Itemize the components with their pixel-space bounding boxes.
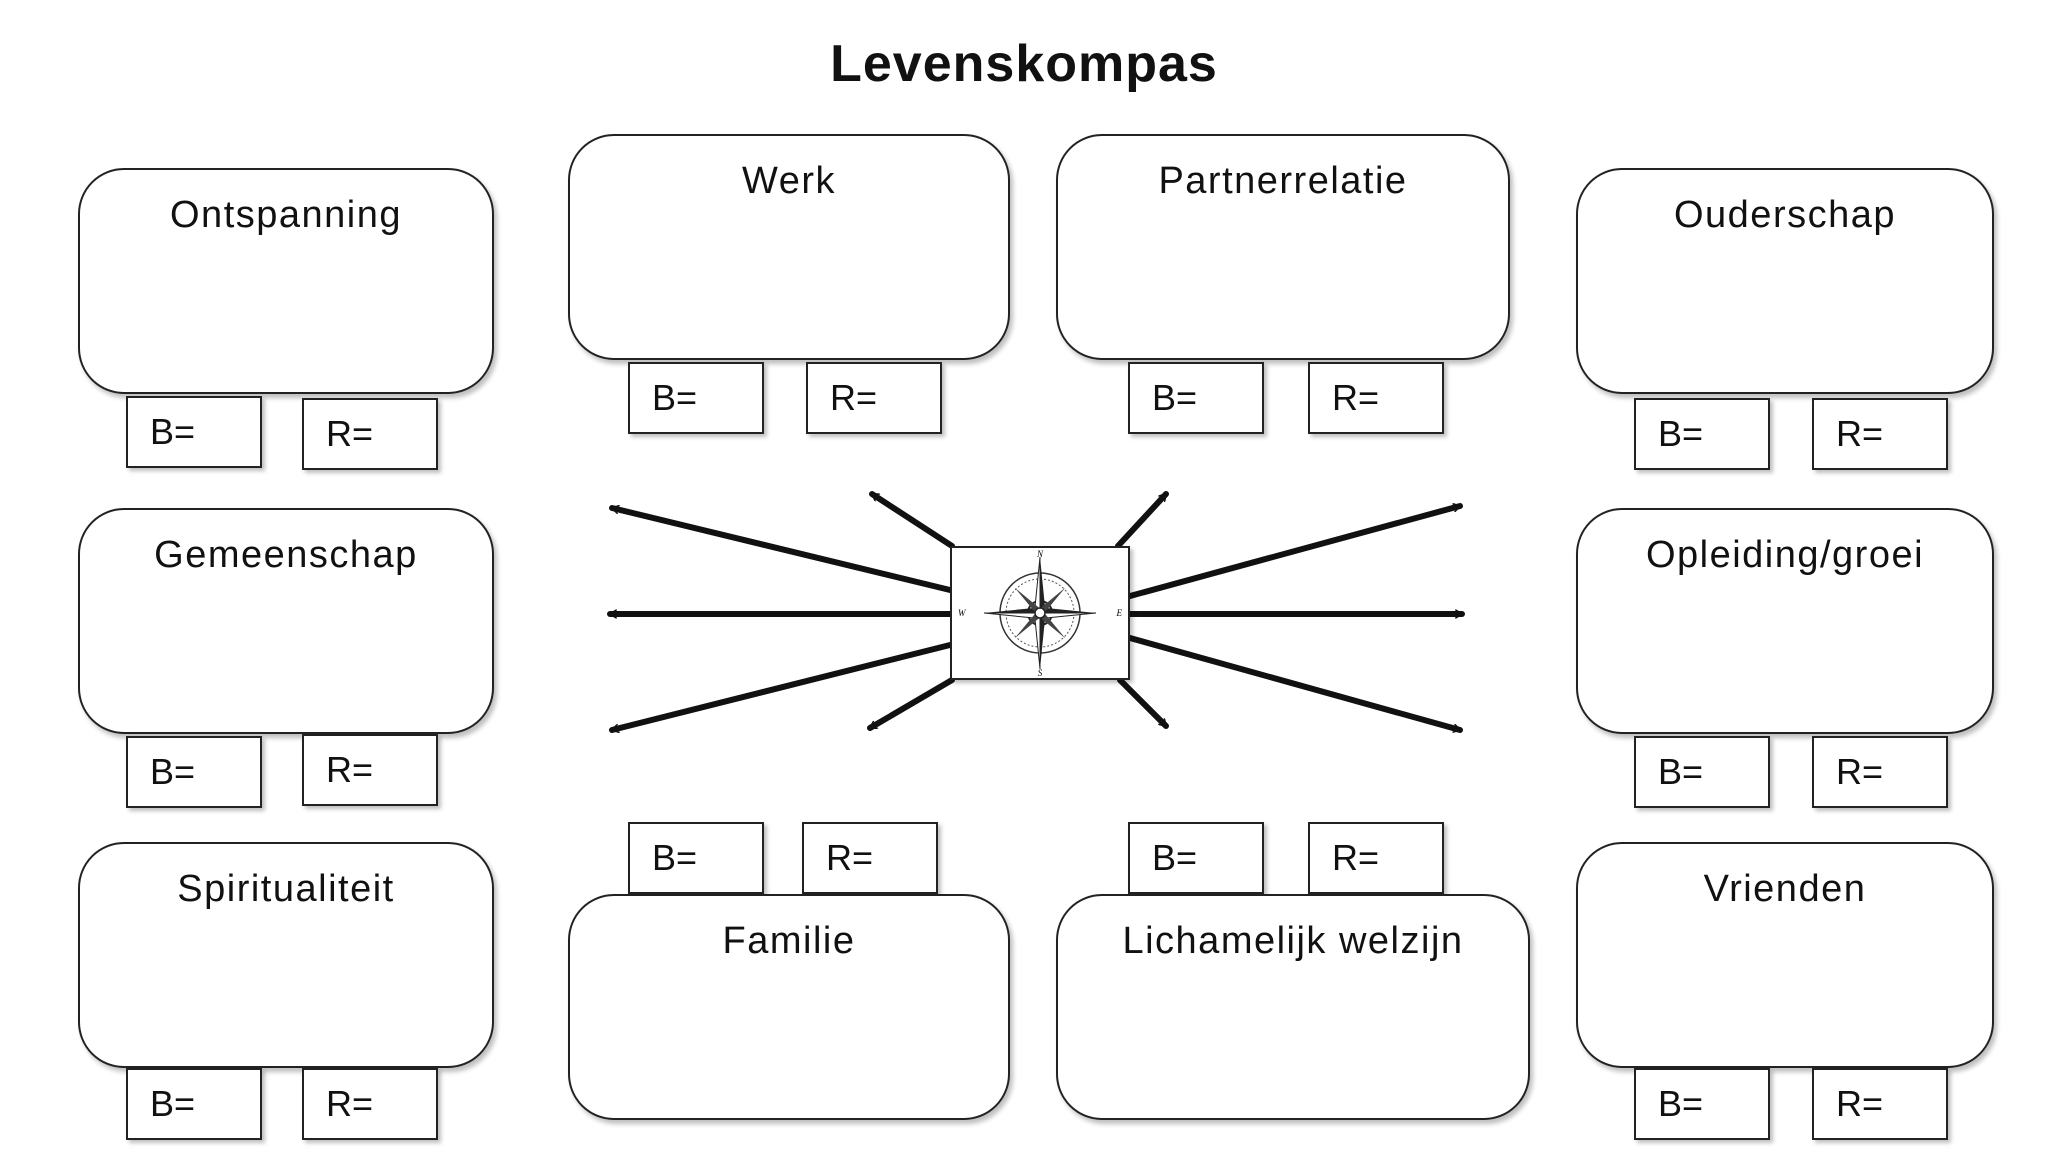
domain-box-werk[interactable]: Werk (568, 134, 1010, 360)
r-field-familie[interactable]: R= (802, 822, 938, 894)
domain-box-partnerrelatie[interactable]: Partnerrelatie (1056, 134, 1510, 360)
compass-west-label: W (958, 608, 967, 618)
domain-box-ouderschap[interactable]: Ouderschap (1576, 168, 1994, 394)
r-field-partnerrelatie[interactable]: R= (1308, 362, 1444, 434)
arrow-down-left (867, 677, 955, 731)
arrow-up-right (1115, 491, 1169, 549)
compass-south-label: S (1038, 668, 1043, 678)
b-field-vrienden[interactable]: B= (1634, 1068, 1770, 1140)
arrow-upper-left (609, 508, 953, 593)
r-field-vrienden[interactable]: R= (1812, 1068, 1948, 1140)
domain-label-ontspanning: Ontspanning (170, 194, 402, 236)
arrow-up-left (869, 491, 955, 549)
domain-label-partnerrelatie: Partnerrelatie (1158, 160, 1408, 202)
b-field-ouderschap[interactable]: B= (1634, 398, 1770, 470)
arrow-lower-left (609, 642, 953, 730)
r-field-spiritualiteit[interactable]: R= (302, 1068, 438, 1140)
b-field-ontspanning[interactable]: B= (126, 396, 262, 468)
domain-box-opleiding[interactable]: Opleiding/groei (1576, 508, 1994, 734)
domain-label-lichamelijk: Lichamelijk welzijn (1122, 920, 1464, 962)
domain-box-vrienden[interactable]: Vrienden (1576, 842, 1994, 1068)
r-field-ontspanning[interactable]: R= (302, 398, 438, 470)
domain-box-familie[interactable]: Familie (568, 894, 1010, 1120)
b-field-lichamelijk[interactable]: B= (1128, 822, 1264, 894)
compass-rose-card: N E S W (950, 546, 1130, 680)
arrow-upper-right (1127, 503, 1463, 599)
compass-east-label: E (1116, 608, 1123, 618)
r-field-ouderschap[interactable]: R= (1812, 398, 1948, 470)
domain-box-lichamelijk[interactable]: Lichamelijk welzijn (1056, 894, 1530, 1120)
domain-label-gemeenschap: Gemeenschap (154, 534, 418, 576)
compass-rose-icon: N E S W (958, 549, 1123, 678)
domain-label-spiritualiteit: Spiritualiteit (177, 868, 395, 910)
arrow-down-right (1117, 677, 1169, 729)
domain-label-werk: Werk (742, 160, 836, 202)
domain-label-ouderschap: Ouderschap (1673, 194, 1896, 236)
b-field-opleiding[interactable]: B= (1634, 736, 1770, 808)
b-field-werk[interactable]: B= (628, 362, 764, 434)
b-field-partnerrelatie[interactable]: B= (1128, 362, 1264, 434)
r-field-gemeenschap[interactable]: R= (302, 734, 438, 806)
compass-north-label: N (1036, 549, 1044, 559)
domain-box-spiritualiteit[interactable]: Spiritualiteit (78, 842, 494, 1068)
domain-label-familie: Familie (722, 920, 856, 962)
r-field-opleiding[interactable]: R= (1812, 736, 1948, 808)
page-title: Levenskompas (830, 35, 1218, 93)
arrow-lower-right (1127, 635, 1463, 733)
domain-label-vrienden: Vrienden (1703, 868, 1867, 910)
b-field-familie[interactable]: B= (628, 822, 764, 894)
b-field-gemeenschap[interactable]: B= (126, 736, 262, 808)
domain-label-opleiding: Opleiding/groei (1645, 534, 1925, 576)
domain-box-ontspanning[interactable]: Ontspanning (78, 168, 494, 394)
b-field-spiritualiteit[interactable]: B= (126, 1068, 262, 1140)
domain-box-gemeenschap[interactable]: Gemeenschap (78, 508, 494, 734)
r-field-werk[interactable]: R= (806, 362, 942, 434)
r-field-lichamelijk[interactable]: R= (1308, 822, 1444, 894)
